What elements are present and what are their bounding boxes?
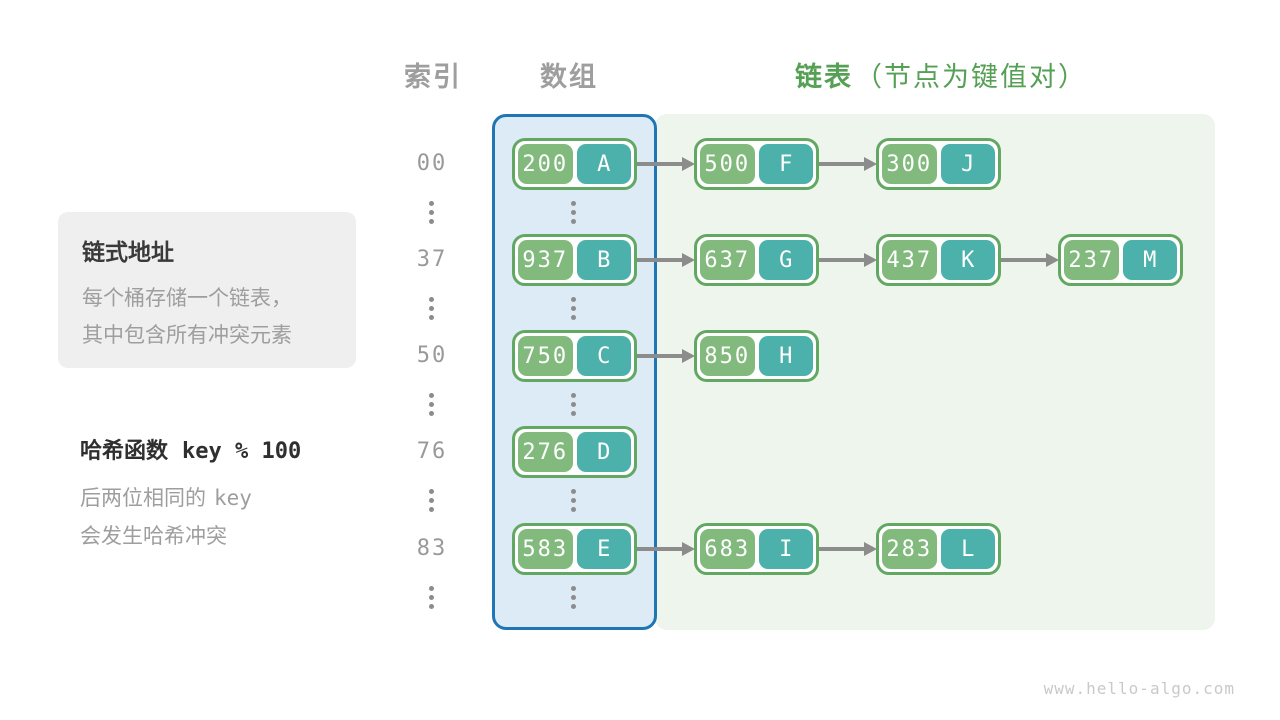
node-value: E <box>576 529 631 569</box>
arrow-icon <box>637 541 695 557</box>
vertical-ellipsis-icon <box>429 393 434 398</box>
column-header-list: 链表（节点为键值对） <box>795 55 1087 94</box>
node-value: M <box>1122 240 1177 280</box>
node-key: 200 <box>518 144 573 184</box>
node-value: L <box>940 529 995 569</box>
hash-note-lines: 后两位相同的 key 会发生哈希冲突 <box>80 479 301 556</box>
node-key: 500 <box>700 144 755 184</box>
vertical-ellipsis-icon <box>429 201 434 206</box>
info-card-title: 链式地址 <box>82 239 174 265</box>
arrow-icon <box>637 156 695 172</box>
vertical-ellipsis-icon <box>571 297 576 302</box>
node-key: 437 <box>882 240 937 280</box>
hash-note-line: 后两位相同的 key <box>80 479 301 518</box>
node-key: 276 <box>518 432 573 472</box>
node-value: D <box>576 432 631 472</box>
arrow-icon <box>819 252 877 268</box>
info-card-line: 其中包含所有冲突元素 <box>82 324 292 347</box>
arrow-icon <box>637 252 695 268</box>
node-key: 237 <box>1064 240 1119 280</box>
node-key: 583 <box>518 529 573 569</box>
hash-note: 哈希函数 key % 100 后两位相同的 key 会发生哈希冲突 <box>80 433 301 556</box>
node-value: H <box>758 336 813 376</box>
hash-note-line-text: 后两位相同的 <box>80 487 206 510</box>
node-key: 850 <box>700 336 755 376</box>
vertical-ellipsis-icon <box>429 297 434 302</box>
node-value: K <box>940 240 995 280</box>
info-card: 链式地址 每个桶存储一个链表， 其中包含所有冲突元素 <box>58 212 356 368</box>
node-value: G <box>758 240 813 280</box>
bucket-index-label: 00 <box>416 151 448 176</box>
hash-note-line-code: key <box>214 486 252 510</box>
vertical-ellipsis-icon <box>571 393 576 398</box>
column-header-index: 索引 <box>404 62 462 92</box>
node-value: B <box>576 240 631 280</box>
vertical-ellipsis-icon <box>571 489 576 494</box>
node-key: 283 <box>882 529 937 569</box>
arrow-icon <box>819 156 877 172</box>
node-value: A <box>576 144 631 184</box>
node-key: 937 <box>518 240 573 280</box>
node-value: F <box>758 144 813 184</box>
node-value: I <box>758 529 813 569</box>
watermark: www.hello-algo.com <box>1043 679 1235 698</box>
node-key: 683 <box>700 529 755 569</box>
vertical-ellipsis-icon <box>429 489 434 494</box>
hash-note-line: 会发生哈希冲突 <box>80 525 227 548</box>
info-card-line: 每个桶存储一个链表， <box>82 287 292 310</box>
column-header-array: 数组 <box>540 62 598 92</box>
bucket-index-label: 76 <box>416 439 448 464</box>
arrow-icon <box>1001 252 1059 268</box>
arrow-icon <box>637 348 695 364</box>
node-key: 750 <box>518 336 573 376</box>
vertical-ellipsis-icon <box>571 586 576 591</box>
list-header-label: 链表 <box>795 62 853 92</box>
node-value: C <box>576 336 631 376</box>
node-key: 637 <box>700 240 755 280</box>
arrow-icon <box>819 541 877 557</box>
vertical-ellipsis-icon <box>429 586 434 591</box>
hash-function-label: 哈希函数 <box>80 438 169 463</box>
vertical-ellipsis-icon <box>571 201 576 206</box>
node-key: 300 <box>882 144 937 184</box>
bucket-index-label: 83 <box>416 536 448 561</box>
list-header-note: （节点为键值对） <box>855 62 1087 92</box>
hash-function-title: 哈希函数 key % 100 <box>80 433 301 465</box>
bucket-index-label: 50 <box>416 343 448 368</box>
hash-function-code: key % 100 <box>182 439 302 464</box>
bucket-index-label: 37 <box>416 247 448 272</box>
node-value: J <box>940 144 995 184</box>
